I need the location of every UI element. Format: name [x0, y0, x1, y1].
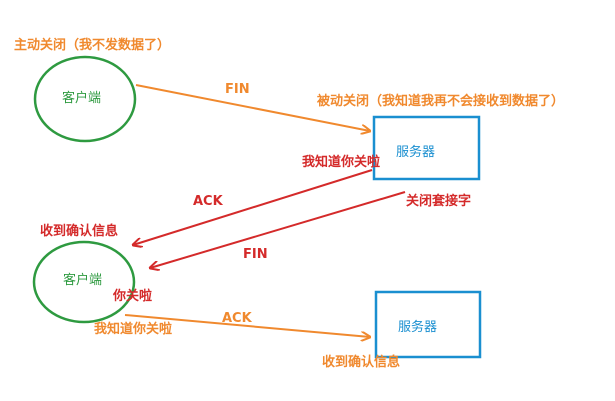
- client-top-ellipse: [33, 55, 137, 143]
- you-closed-label: 你关啦: [113, 289, 153, 304]
- passive-close-label: 被动关闭（我知道我再不会接收到数据了）: [317, 94, 565, 109]
- server-bottom-label: 服务器: [398, 320, 438, 335]
- server-top-box: [372, 115, 481, 181]
- close-socket-label: 关闭套接字: [406, 194, 472, 209]
- server-bottom-box: [374, 290, 482, 359]
- fin-arrow-2: [150, 191, 406, 268]
- received-confirm-client-label: 收到确认信息: [40, 224, 119, 239]
- client-top-label: 客户端: [62, 91, 102, 106]
- ack-label-1: ACK: [193, 194, 223, 209]
- ack-label-2: ACK: [222, 311, 252, 326]
- client-bottom-ellipse: [32, 240, 136, 324]
- fin-label-2: FIN: [243, 247, 268, 262]
- active-close-label: 主动关闭（我不发数据了）: [14, 38, 171, 53]
- server-top-label: 服务器: [396, 145, 436, 160]
- know-closed-client-label: 我知道你关啦: [94, 322, 173, 337]
- received-confirm-server-label: 收到确认信息: [322, 355, 401, 370]
- client-bottom-label: 客户端: [63, 273, 103, 288]
- ack-arrow-2: [124, 314, 370, 337]
- know-closed-server-label: 我知道你关啦: [302, 155, 381, 170]
- ack-arrow-1: [133, 169, 373, 245]
- fin-label-1: FIN: [225, 82, 250, 97]
- fin-arrow-1: [135, 84, 370, 131]
